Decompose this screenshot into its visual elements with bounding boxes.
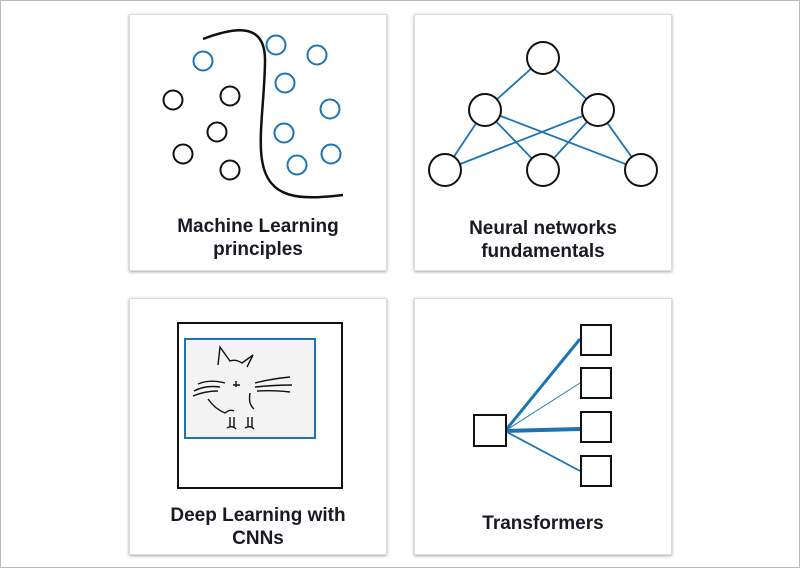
card-title: Machine Learning xyxy=(177,216,339,237)
card-title: Neural networks xyxy=(469,218,617,239)
card-title: fundamentals xyxy=(481,241,605,262)
neural-network-diagram xyxy=(428,41,658,187)
card-title: Deep Learning with xyxy=(170,505,346,526)
attention-diagram xyxy=(473,324,612,487)
card-title: CNNs xyxy=(232,528,284,549)
card-title: Transformers xyxy=(482,513,604,534)
card-transformers[interactable]: Transformers xyxy=(414,298,672,555)
card-machine-learning[interactable]: Machine Learning principles xyxy=(129,14,387,271)
card-deep-learning-cnns[interactable]: Deep Learning with CNNs xyxy=(129,298,387,555)
cat-sketch-icon xyxy=(192,345,293,430)
card-title: principles xyxy=(213,239,303,260)
classification-diagram xyxy=(162,29,344,199)
card-neural-networks[interactable]: Neural networks fundamentals xyxy=(414,14,672,271)
cnn-cat-image xyxy=(177,322,343,489)
